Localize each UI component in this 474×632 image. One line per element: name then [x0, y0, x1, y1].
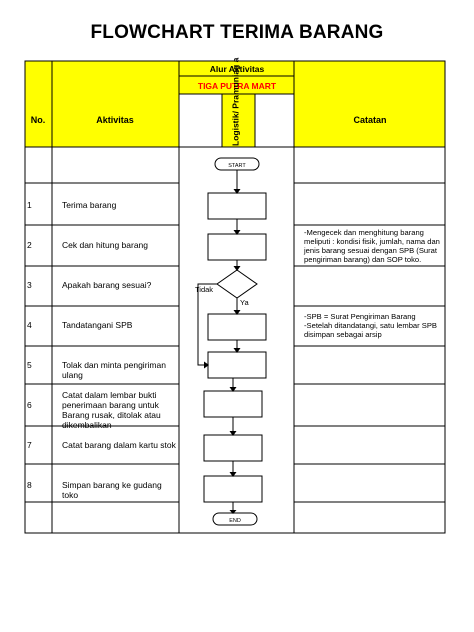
- header-no: No.: [31, 115, 46, 125]
- process-box-8: [203, 475, 263, 503]
- header-alur-bg: [179, 61, 294, 76]
- row-activity: Simpan barang ke gudang toko: [62, 480, 162, 500]
- row-activity: Cek dan hitung barang: [62, 240, 149, 250]
- row-no: 7: [27, 440, 32, 450]
- header-catatan: Catatan: [353, 115, 386, 125]
- process-box-7: [203, 434, 263, 462]
- header-no-bg: [25, 61, 52, 147]
- row-no: 6: [27, 400, 32, 410]
- process-box-1: [207, 192, 267, 220]
- header-role-vertical: Logistik/ Pramuniag a: [231, 57, 241, 146]
- no-branch-label: Tidak: [195, 285, 213, 294]
- row-note: -Mengecek dan menghitung barang meliputi…: [304, 228, 440, 264]
- row-no: 4: [27, 320, 32, 330]
- process-box-6: [203, 390, 263, 418]
- header-alur: Alur Aktivitas: [210, 64, 265, 74]
- row-activity: Catat dalam lembar bukti penerimaan bara…: [62, 390, 161, 430]
- process-box-5: [207, 351, 267, 379]
- flow-connectors: [197, 170, 238, 510]
- row-no: 1: [27, 200, 32, 210]
- row-activity: Tolak dan minta pengiriman ulang: [62, 360, 166, 380]
- row-note: -SPB = Surat Pengiriman Barang -Setelah …: [304, 312, 437, 339]
- header-role-bg: [222, 94, 255, 147]
- header-mart-bg: [179, 76, 294, 94]
- header-aktivitas: Aktivitas: [96, 115, 134, 125]
- header-aktivitas-bg: [52, 61, 179, 147]
- table-grid: [24, 60, 446, 534]
- row-no: 2: [27, 240, 32, 250]
- header-catatan-bg: [294, 61, 445, 147]
- row-activity: Apakah barang sesuai?: [62, 280, 152, 290]
- arrowheads: [204, 189, 241, 514]
- row-activity: Catat barang dalam kartu stok: [62, 440, 176, 450]
- end-label: END: [229, 518, 241, 524]
- header-mart: TIGA PUTRA MART: [198, 81, 277, 91]
- yes-branch-label: Ya: [240, 298, 249, 307]
- start-label: START: [228, 163, 246, 169]
- process-box-4: [207, 313, 267, 341]
- row-no: 3: [27, 280, 32, 290]
- decision-diamond: [216, 269, 258, 299]
- row-no: 8: [27, 480, 32, 490]
- row-activity: Tandatangani SPB: [62, 320, 133, 330]
- end-terminator: [212, 512, 258, 526]
- row-no: 5: [27, 360, 32, 370]
- page-title: FLOWCHART TERIMA BARANG: [90, 22, 384, 43]
- row-activity: Terima barang: [62, 200, 117, 210]
- process-box-2: [207, 233, 267, 261]
- flow-shapes: [203, 157, 267, 526]
